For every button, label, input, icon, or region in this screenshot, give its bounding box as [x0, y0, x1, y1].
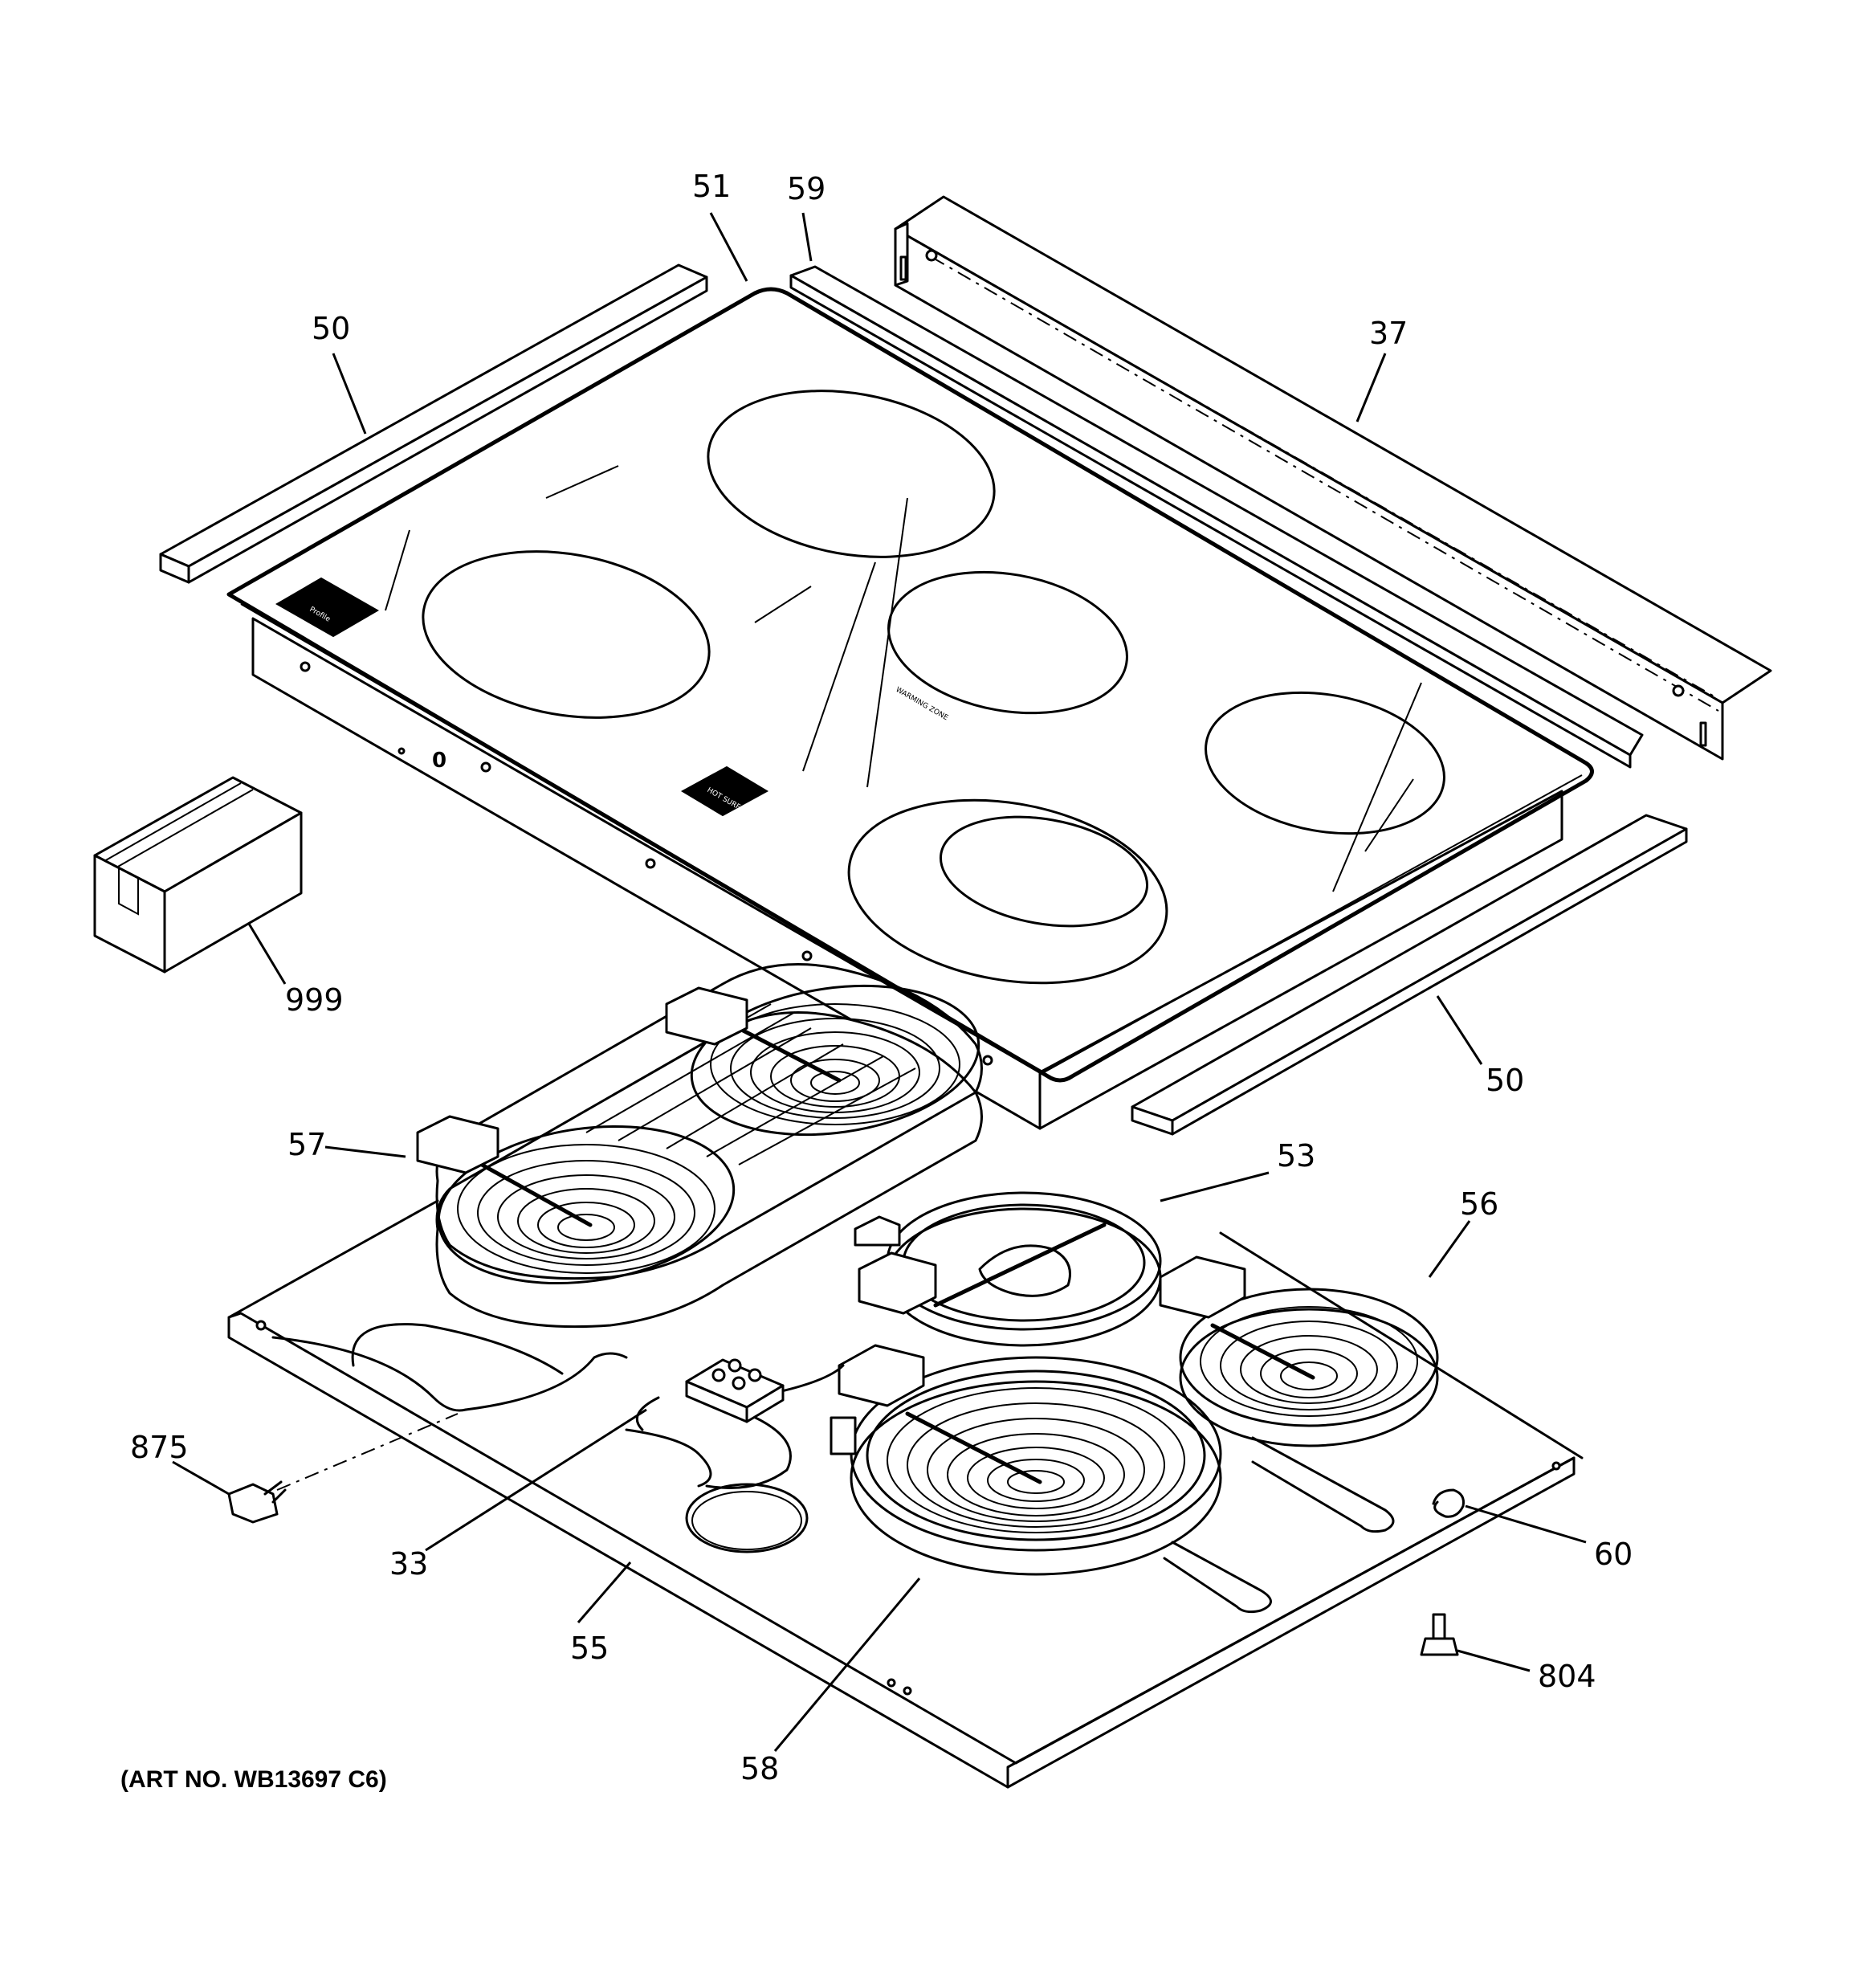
trim-strip-rear-59 [789, 265, 1644, 769]
art-number: (ART NO. WB13697 C6) [120, 1766, 387, 1793]
callout-60: 60 [1594, 1537, 1633, 1572]
base-pan-55 [227, 1199, 1584, 1789]
knob-mark: 0 [432, 749, 446, 773]
dual-element-57 [416, 963, 983, 1329]
callout-59: 59 [787, 171, 826, 206]
callout-57: 57 [287, 1127, 326, 1162]
parts-box-999 [93, 776, 303, 974]
leader-lines [172, 212, 1587, 1752]
callout-50-right: 50 [1486, 1063, 1524, 1098]
callout-53: 53 [1277, 1138, 1315, 1174]
callout-804: 804 [1538, 1659, 1596, 1694]
trim-strip-right-50 [1131, 814, 1688, 1136]
callout-50-top: 50 [312, 311, 350, 346]
trim-strip-left-50 [159, 263, 708, 584]
glass-cooktop-51: Profile HOT SURFACE WARMING ZONE 0 [226, 287, 1594, 1130]
screw-804 [1420, 1613, 1459, 1656]
callout-51: 51 [692, 169, 731, 204]
callout-999: 999 [285, 982, 344, 1018]
large-element-58 [830, 1344, 1222, 1576]
screw-875 [227, 1413, 459, 1524]
callout-58: 58 [740, 1751, 779, 1786]
callout-33: 33 [389, 1546, 428, 1582]
callout-37: 37 [1369, 316, 1408, 351]
clip-60 [1432, 1488, 1465, 1518]
rear-bracket-37 [894, 195, 1772, 761]
warming-element-53 [854, 1191, 1162, 1347]
callout-55: 55 [570, 1631, 609, 1666]
callout-56: 56 [1460, 1186, 1498, 1222]
small-element-56 [1159, 1255, 1439, 1447]
callout-875: 875 [130, 1430, 189, 1465]
terminal-block-33 [685, 1358, 785, 1423]
